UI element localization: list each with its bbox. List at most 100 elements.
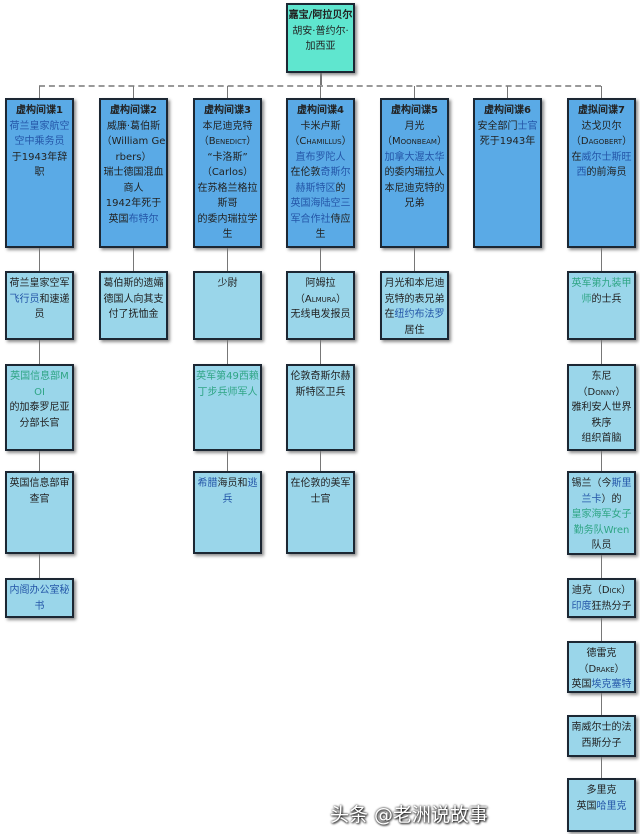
box-text: 月光 — [404, 120, 425, 132]
box-line: 死于1943年 — [475, 134, 540, 150]
box-text: 飞行员 — [9, 293, 40, 305]
box-text: 英国海陆空三军合作社 — [290, 198, 351, 225]
connector-line — [132, 248, 134, 271]
box-text: 本尼迪克特 — [202, 120, 253, 132]
box-text: 英国 — [108, 213, 129, 225]
box-line: （Carlos） — [195, 165, 260, 181]
box-line: 1942年死于 — [101, 196, 166, 212]
box-line: 威廉·葛伯斯 — [101, 119, 166, 135]
box-text: 奇斯尔赫斯特区 — [295, 167, 351, 194]
box-text: 在 — [571, 151, 582, 163]
box-line: 的加泰罗尼亚分部长官 — [7, 400, 72, 431]
connector-line — [600, 555, 602, 578]
box-text: 虚构间谍1 — [16, 105, 63, 116]
box-line: 德雷克 — [569, 646, 634, 662]
box-text: 1942年死于 — [105, 198, 162, 209]
box-text: 德雷克 — [586, 648, 617, 659]
box-line: 虚构间谍5 — [382, 103, 447, 119]
spy-4-identity-1[interactable]: 阿姆拉（Almura）无线电发报员 — [286, 271, 355, 340]
spy-7-identity-7[interactable]: 多里克英国哈里克 — [567, 778, 636, 832]
box-line: 虚拟间谍7 — [569, 103, 634, 119]
box-line: “卡洛斯” — [195, 150, 260, 166]
box-text: 雅利安人世界秩序 — [571, 402, 632, 429]
box-line: 皇家海军女子勤务队Wren队员 — [569, 507, 634, 554]
box-text: 达戈贝尔 — [581, 120, 622, 132]
box-line: 在伦敦的美军士官 — [288, 476, 353, 507]
box-line: 伦敦奇斯尔赫斯特区卫兵 — [288, 369, 353, 400]
connector-line — [38, 86, 40, 98]
box-text: 葛伯斯的遗孀德国人向其支付了抚恤金 — [103, 278, 164, 320]
box-line: 虚构间谍3 — [195, 103, 260, 119]
box-text: 英军第49西赖丁步兵师军人 — [196, 371, 259, 398]
box-line: 卡米卢斯 — [288, 119, 353, 135]
box-text: 英国 — [571, 679, 592, 690]
spy-3-identity-1[interactable]: 少尉 — [193, 271, 262, 340]
spy-7-identity-3[interactable]: 锡兰（今斯里兰卡）的皇家海军女子勤务队Wren队员 — [567, 471, 636, 555]
spy-5-identity-1[interactable]: 月光和本尼迪克特的表兄弟在纽约布法罗居住 — [380, 271, 449, 340]
box-text: 南威尔士的法西斯分子 — [571, 722, 632, 749]
box-text: 侍应生 — [315, 213, 351, 241]
box-text: ）的 — [601, 493, 622, 505]
box-text: 锡兰（今 — [571, 478, 612, 489]
connector-line — [38, 554, 40, 578]
spy-7-identity-4[interactable]: 迪克（Dick）印度狂热分子 — [567, 578, 636, 618]
box-text: 虚构间谍3 — [204, 105, 251, 116]
box-line: （Drake） — [569, 662, 634, 678]
spy-7-identity-1[interactable]: 英军第九装甲师的士兵 — [567, 271, 636, 340]
box-line: 组织首脑 — [569, 431, 634, 447]
box-text: 内阁办公室秘书 — [9, 585, 70, 612]
box-line: （Moonbeam） — [382, 134, 447, 150]
box-line: 荷兰皇家航空空中乘务员 — [7, 119, 72, 150]
box-text: 无线电发报员 — [290, 309, 351, 320]
box-line: （Donny） — [569, 385, 634, 401]
spy-2-identity-1[interactable]: 葛伯斯的遗孀德国人向其支付了抚恤金 — [99, 271, 168, 340]
spy-7-identity-6[interactable]: 南威尔士的法西斯分子 — [567, 715, 636, 757]
box-text: 英国信息部MOI — [10, 371, 69, 398]
spy-1-identity-3[interactable]: 英国信息部审查官 — [5, 471, 74, 554]
box-line: （Chamillus） — [288, 134, 353, 150]
spy-7-identity-2[interactable]: 东尼（Donny）雅利安人世界秩序组织首脑 — [567, 364, 636, 451]
box-text: 在 — [384, 309, 395, 320]
box-text: 伦敦奇斯尔赫斯特区卫兵 — [290, 371, 351, 398]
connector-line — [600, 248, 602, 271]
spy-3-identity-3[interactable]: 希腊海员和逃兵 — [193, 471, 262, 554]
box-text: 的委内瑞拉学生 — [197, 213, 258, 241]
box-line: 印度狂热分子 — [569, 599, 634, 615]
box-text: 的前海员 — [586, 167, 627, 178]
box-text: 队员 — [591, 540, 612, 551]
box-text: 嘉宝/阿拉贝尔 — [288, 10, 353, 21]
spy-1-identity-1[interactable]: 荷兰皇家空军飞行员和速递员 — [5, 271, 74, 340]
box-text: 士官 — [517, 120, 538, 132]
box-line: 本尼迪克特 — [195, 119, 260, 135]
connector-line — [600, 693, 602, 715]
spy-7-identity-5[interactable]: 德雷克 （Drake）英国埃克塞特 — [567, 641, 636, 693]
connector-line — [600, 340, 602, 364]
box-line: 达戈贝尔 — [569, 119, 634, 135]
box-text: 荷兰皇家航空空中乘务员 — [9, 120, 70, 148]
box-line: 迪克（Dick） — [569, 583, 634, 599]
root-node[interactable]: 嘉宝/阿拉贝尔胡安·普约尔·加西亚 — [286, 3, 355, 73]
box-text: 海员和 — [217, 478, 248, 489]
box-text: （Moonbeam） — [382, 136, 447, 147]
spy-1-identity-4[interactable]: 内阁办公室秘书 — [5, 578, 74, 618]
box-line: 英国埃克塞特 — [569, 677, 634, 693]
box-text: “卡洛斯” — [207, 151, 248, 163]
box-line: 英国哈里克 — [569, 799, 634, 815]
box-text: 安全部门 — [477, 120, 518, 132]
box-line: 英军第九装甲师的士兵 — [569, 276, 634, 307]
connector-line — [600, 451, 602, 471]
connector-line — [319, 248, 321, 271]
spy-4-identity-3[interactable]: 在伦敦的美军士官 — [286, 471, 355, 554]
spy-3-identity-2[interactable]: 英军第49西赖丁步兵师军人 — [193, 364, 262, 451]
box-line: 虚构间谍6 — [475, 103, 540, 119]
box-text: 在伦敦的美军士官 — [290, 478, 351, 505]
spy-4-identity-2[interactable]: 伦敦奇斯尔赫斯特区卫兵 — [286, 364, 355, 451]
